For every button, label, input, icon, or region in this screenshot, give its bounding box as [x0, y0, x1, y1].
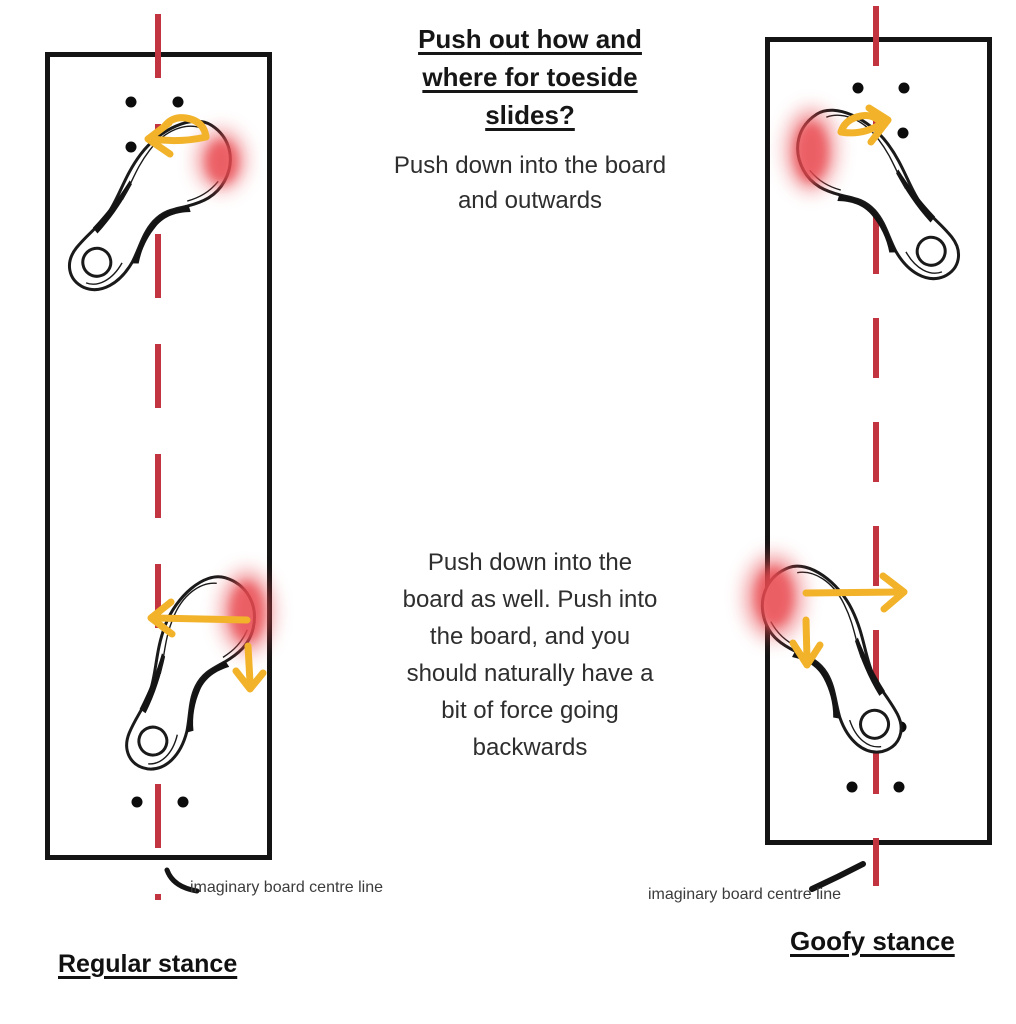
centreline-pointer-right	[809, 861, 866, 892]
note-line: the board, and you	[429, 623, 631, 650]
front-foot-instruction: Push down into the board and outwards	[350, 148, 710, 218]
subtitle-line: and outwards	[457, 187, 603, 214]
push-out-arrow-front-regular-icon	[144, 114, 210, 158]
title-line: Push out how and	[418, 24, 642, 54]
stance-label-goofy: Goofy stance	[790, 926, 955, 956]
pressure-blob-back-regular	[220, 570, 274, 654]
title-line: where for toeside	[422, 62, 638, 92]
pressure-blob-back-goofy	[744, 554, 804, 640]
note-line: board as well. Push into	[402, 586, 658, 613]
push-down-arrow-back-regular-icon	[232, 642, 267, 693]
centreline-pointer-left	[164, 867, 200, 894]
title-line: slides?	[485, 100, 575, 130]
centreline-label-left: imaginary board centre line	[190, 879, 383, 896]
push-out-arrow-back-regular-icon	[147, 598, 251, 638]
subtitle-line: Push down into the board	[393, 152, 667, 179]
note-line: should naturally have a	[406, 660, 654, 687]
push-out-arrow-back-goofy-icon	[802, 572, 908, 613]
push-down-arrow-back-goofy-icon	[789, 616, 824, 669]
pressure-blob-front-goofy	[785, 108, 837, 192]
binding-dots	[125, 82, 910, 808]
push-out-arrow-front-goofy-icon	[837, 104, 892, 146]
stance-label-regular: Regular stance	[58, 950, 238, 978]
back-foot-instruction: Push down into the board as well. Push i…	[352, 544, 708, 766]
pressure-blob-front-regular	[196, 129, 246, 191]
diagram-title: Push out how and where for toeside slide…	[368, 20, 692, 134]
note-line: bit of force going	[441, 697, 619, 724]
note-line: Push down into the	[427, 549, 633, 576]
centreline-label-right: imaginary board centre line	[648, 886, 841, 903]
note-line: backwards	[472, 734, 588, 761]
